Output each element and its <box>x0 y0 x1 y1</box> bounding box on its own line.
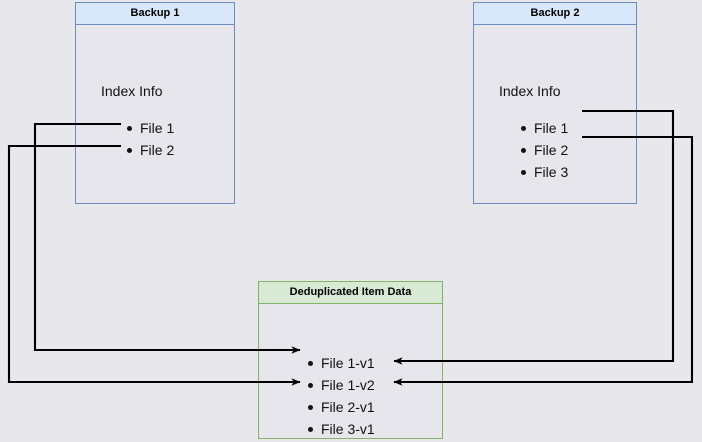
backup-2-file-list: File 1 File 2 File 3 <box>518 117 568 183</box>
backup-2-index-info-label: Index Info <box>499 83 561 99</box>
deduplicated-item-data-title: Deduplicated Item Data <box>259 282 442 304</box>
backup-2-box[interactable]: Backup 2 Index Info File 1 File 2 File 3 <box>473 2 637 204</box>
backup-1-file-list: File 1 File 2 <box>124 117 174 161</box>
backup-2-title: Backup 2 <box>474 3 636 25</box>
backup-1-box[interactable]: Backup 1 Index Info File 1 File 2 <box>75 2 235 204</box>
backup-2-body: Index Info File 1 File 2 File 3 <box>474 25 636 203</box>
list-item[interactable]: File 1 <box>518 117 568 139</box>
backup-1-title: Backup 1 <box>76 3 234 25</box>
list-item[interactable]: File 3-v1 <box>305 418 375 440</box>
list-item[interactable]: File 3 <box>518 161 568 183</box>
list-item[interactable]: File 2-v1 <box>305 396 375 418</box>
list-item[interactable]: File 2 <box>124 139 174 161</box>
list-item[interactable]: File 1 <box>124 117 174 139</box>
deduplicated-file-list: File 1-v1 File 1-v2 File 2-v1 File 3-v1 <box>305 352 375 440</box>
list-item[interactable]: File 1-v1 <box>305 352 375 374</box>
backup-1-body: Index Info File 1 File 2 <box>76 25 234 203</box>
list-item[interactable]: File 2 <box>518 139 568 161</box>
list-item[interactable]: File 1-v2 <box>305 374 375 396</box>
deduplicated-item-data-body: File 1-v1 File 1-v2 File 2-v1 File 3-v1 <box>259 304 442 438</box>
backup-1-index-info-label: Index Info <box>101 83 163 99</box>
deduplicated-item-data-box[interactable]: Deduplicated Item Data File 1-v1 File 1-… <box>258 281 443 439</box>
